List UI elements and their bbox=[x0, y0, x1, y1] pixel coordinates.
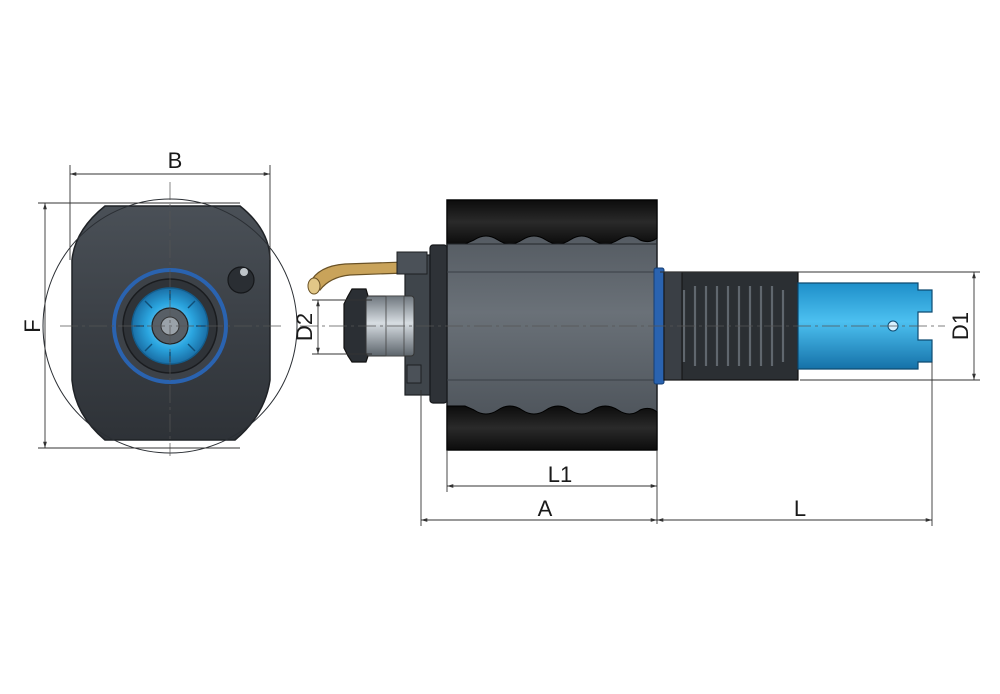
dim-D1: D1 bbox=[660, 271, 980, 381]
label-L1: L1 bbox=[548, 462, 572, 487]
dim-F: F bbox=[20, 202, 240, 449]
dim-L: L bbox=[657, 362, 933, 526]
dim-L1: L1 bbox=[446, 450, 658, 524]
collet-knob bbox=[343, 288, 369, 363]
grip-band-top bbox=[446, 199, 658, 245]
dim-D2: D2 bbox=[292, 299, 372, 355]
dim-A: A bbox=[420, 390, 657, 526]
label-D1: D1 bbox=[948, 312, 973, 340]
grip-band-bottom bbox=[446, 405, 658, 451]
label-F: F bbox=[20, 319, 45, 332]
flange-block-bottom bbox=[406, 364, 422, 384]
nozzle-tip bbox=[307, 277, 321, 295]
label-D2: D2 bbox=[292, 313, 317, 341]
dim-B: B bbox=[69, 148, 271, 260]
label-B: B bbox=[168, 148, 183, 173]
coolant-port-hole bbox=[240, 268, 248, 276]
side-view bbox=[307, 199, 933, 451]
label-A: A bbox=[538, 496, 553, 521]
rear-disc bbox=[429, 244, 448, 404]
coolant-nozzle bbox=[309, 261, 406, 291]
flange-block-top bbox=[396, 251, 428, 275]
label-L: L bbox=[794, 496, 806, 521]
